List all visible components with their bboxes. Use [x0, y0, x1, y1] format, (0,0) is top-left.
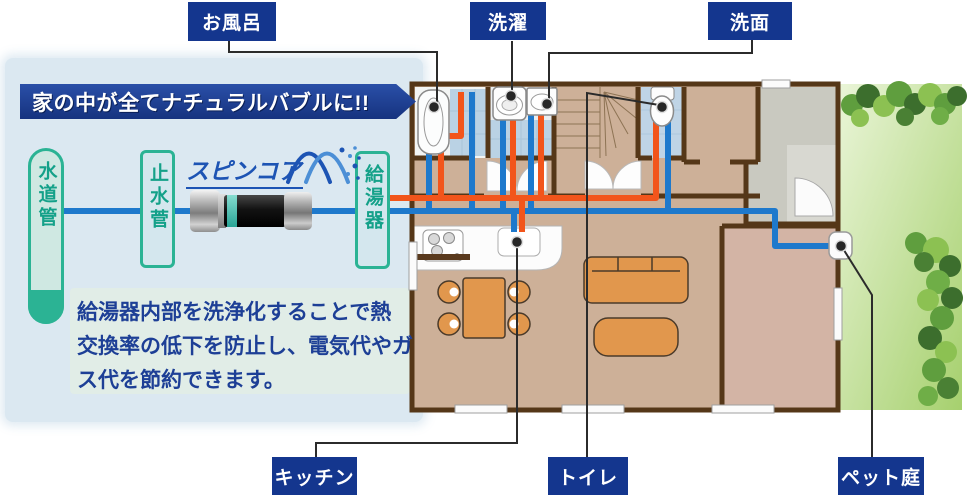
device-teal-ring	[227, 195, 237, 227]
water-pipe-label: 水道管	[35, 161, 57, 230]
label-bath: お風呂	[188, 2, 276, 41]
stairs	[556, 87, 639, 158]
brand-name: スピンコア	[186, 152, 303, 189]
stop-valve-label: 止水菅	[147, 163, 168, 232]
device-left-cap	[190, 190, 220, 232]
hot-water-pipes	[388, 92, 659, 232]
sofa	[583, 256, 689, 304]
description-backdrop	[70, 288, 410, 394]
garden-trees	[841, 81, 967, 406]
label-washstand: 洗面	[708, 2, 792, 40]
label-pet-garden: ペット庭	[838, 457, 924, 495]
water-heater-label: 給湯器	[362, 164, 383, 233]
description-line-1: 給湯器内部を洗浄化することで熱	[77, 301, 392, 324]
water-pipe-pill: 水道管	[28, 148, 64, 324]
description-text: 給湯器内部を洗浄化することで熱 交換率の低下を防止し、電気代やガ ス代を節約でき…	[77, 296, 413, 398]
water-heater-pill: 給湯器	[355, 151, 390, 269]
coffee-table	[593, 317, 679, 357]
garden	[838, 81, 967, 410]
callout-lines	[228, 40, 873, 457]
headline-banner: 家の中が全てナチュラルバブルに!!	[20, 84, 416, 119]
label-laundry: 洗濯	[470, 2, 546, 40]
description-line-3: ス代を節約できます。	[77, 369, 285, 392]
house-floors	[412, 84, 838, 410]
dining-table	[462, 277, 506, 339]
cold-water-pipes	[60, 92, 834, 249]
label-toilet: トイレ	[548, 457, 628, 495]
windows	[408, 79, 843, 414]
description-line-2: 交換率の低下を防止し、電気代やガ	[77, 335, 413, 358]
headline-text: 家の中が全てナチュラルバブルに!!	[32, 91, 370, 115]
label-kitchen: キッチン	[272, 457, 357, 495]
spincore-device	[190, 184, 312, 238]
furniture	[437, 256, 689, 357]
device-right-cap	[284, 192, 312, 230]
bathtub	[417, 89, 450, 155]
water-pipe-ball	[28, 290, 64, 324]
brand-wave-icon	[286, 146, 361, 184]
device-neck	[218, 194, 226, 228]
connection-dots	[427, 89, 848, 253]
stop-valve-pill: 止水菅	[140, 150, 175, 268]
